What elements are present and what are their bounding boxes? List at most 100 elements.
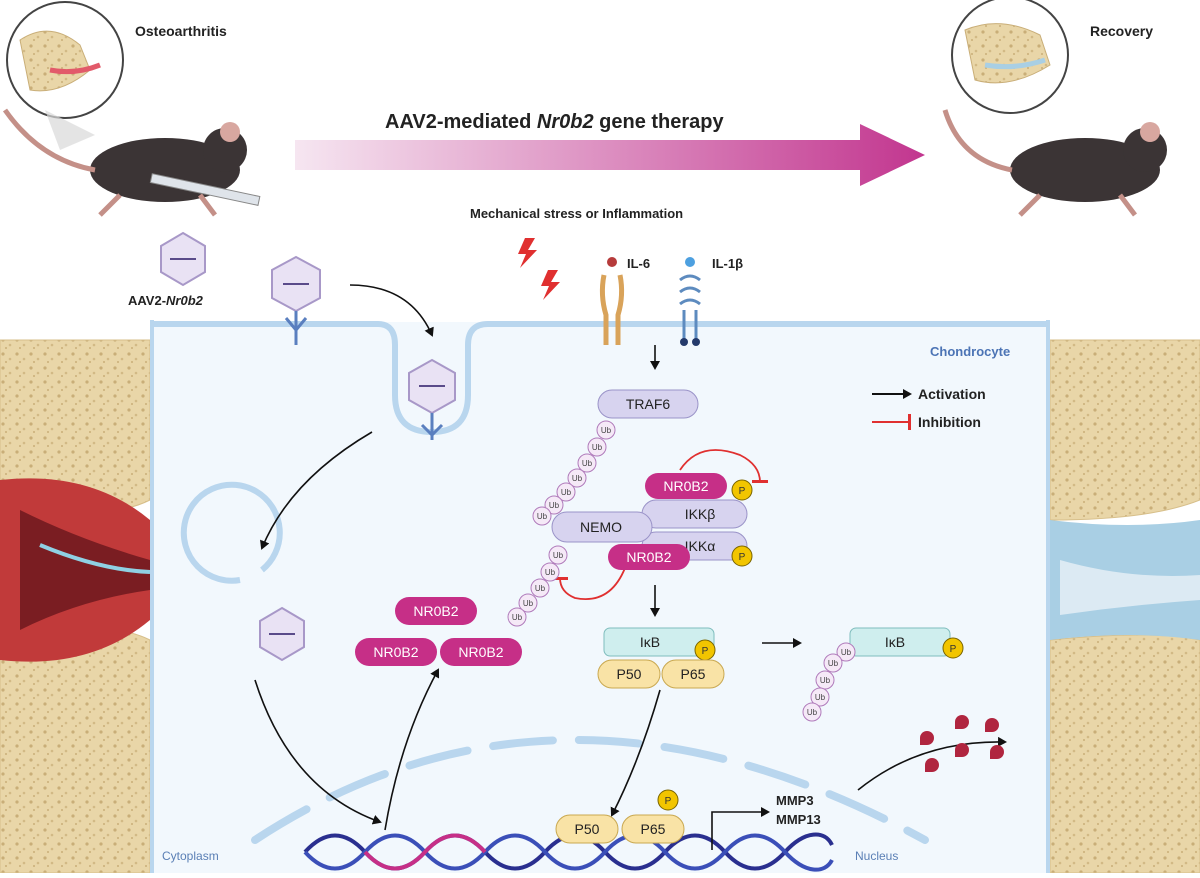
- phospho-label: P: [702, 646, 709, 657]
- phospho-label: P: [739, 486, 746, 497]
- right-joint-illustration: [1049, 339, 1200, 874]
- phospho-marker: [942, 637, 964, 659]
- ubiquitin-label: Ub: [592, 443, 603, 452]
- ikkb-label: IKKβ: [685, 506, 716, 522]
- il6-label: IL-6: [627, 256, 650, 271]
- ubiquitin-node: [802, 702, 822, 722]
- osteoarthritis-mouse: [2, 1, 261, 217]
- il6-receptor: [599, 257, 625, 345]
- nemo-label: NEMO: [580, 519, 622, 535]
- transcription-arrow: [711, 807, 770, 850]
- stress-label: Mechanical stress or Inflammation: [470, 206, 683, 221]
- ubiquitin-node: [810, 687, 830, 707]
- ubiquitin-node: [530, 578, 550, 598]
- chondrocyte-cell: [150, 320, 1050, 873]
- ubiquitin-node: [548, 545, 568, 565]
- ikb-node: [603, 627, 715, 657]
- nr0b2-node: [395, 597, 477, 625]
- mmp3-label: MMP3: [776, 793, 814, 808]
- ubiquitin-label: Ub: [815, 693, 826, 702]
- ubiquitin-label: Ub: [807, 708, 818, 717]
- legend-inhibition-label: Inhibition: [918, 414, 981, 430]
- ubiquitin-label: Ub: [535, 584, 546, 593]
- ubiquitin-node: [577, 453, 597, 473]
- phospho-label: P: [739, 552, 746, 563]
- ubiquitin-label: Ub: [523, 599, 534, 608]
- lightning-icon: [541, 270, 560, 300]
- nemo-node: [551, 511, 653, 543]
- nr0b2-label: NR0B2: [458, 644, 503, 660]
- p50-node: [597, 659, 661, 689]
- phospho-label: P: [950, 644, 957, 655]
- ubiquitin-node: [836, 642, 856, 662]
- phospho-marker: [731, 545, 753, 567]
- nr0b2-label: NR0B2: [373, 644, 418, 660]
- ubiquitin-node: [540, 562, 560, 582]
- phospho-label: P: [665, 796, 672, 807]
- therapy-title: AAV2-mediated Nr0b2 gene therapy: [385, 111, 725, 133]
- aav-capsid-icon: [271, 255, 321, 345]
- aav-capsid-icon: [160, 231, 206, 287]
- nucleus-label: Nucleus: [855, 849, 898, 863]
- traf6-node: [597, 389, 699, 419]
- secretion-arrow: [857, 736, 1007, 791]
- ubiquitin-node: [507, 607, 527, 627]
- aav-nr0b2-label: AAV2-Nr0b2: [128, 293, 204, 308]
- ubiquitin-node: [587, 437, 607, 457]
- recovery-mouse: [942, 0, 1167, 217]
- ubiquitin-node: [823, 653, 843, 673]
- recovery-label: Recovery: [1090, 23, 1153, 39]
- p65-nuclear-node: [621, 814, 685, 844]
- ubiquitin-node: [556, 482, 576, 502]
- phospho-marker: [731, 479, 753, 501]
- nr0b2-label: NR0B2: [626, 549, 671, 565]
- nr0b2-node: [645, 473, 727, 499]
- ubiquitin-label: Ub: [828, 659, 839, 668]
- endosome-arrow: [260, 431, 373, 550]
- ubiquitin-node: [596, 420, 616, 440]
- dna-entry-arrow: [254, 679, 382, 825]
- ubiquitin-label: Ub: [841, 648, 852, 657]
- ubiquitin-label: Ub: [549, 501, 560, 510]
- cytoplasm-label: Cytoplasm: [162, 849, 219, 863]
- ubiquitin-node: [518, 593, 538, 613]
- p65-node: [661, 659, 725, 689]
- expression-arrow: [384, 668, 440, 831]
- legend-activation-label: Activation: [918, 386, 986, 402]
- ubiquitin-label: Ub: [545, 568, 556, 577]
- il1b-label: IL-1β: [712, 256, 743, 271]
- lightning-icon: [518, 238, 537, 268]
- ubiquitin-label: Ub: [512, 613, 523, 622]
- ubiquitin-label: Ub: [601, 426, 612, 435]
- p65-label: P65: [681, 666, 706, 682]
- uptake-arrow: [349, 284, 434, 337]
- nr0b2-node: [608, 544, 690, 570]
- ubiquitin-label: Ub: [572, 474, 583, 483]
- translocation-arrow: [610, 689, 661, 817]
- osteoarthritis-label: Osteoarthritis: [135, 23, 227, 39]
- nr0b2-label: NR0B2: [663, 478, 708, 494]
- chondrocyte-label: Chondrocyte: [930, 344, 1010, 359]
- ubiquitin-node: [532, 506, 552, 526]
- therapy-progress-arrow: [295, 124, 925, 186]
- phospho-marker: [657, 789, 679, 811]
- ubiquitin-node: [567, 468, 587, 488]
- p65-label: P65: [641, 821, 666, 837]
- ikb-label: IκB: [640, 634, 660, 650]
- p50-label: P50: [617, 666, 642, 682]
- inhibition-arrow-ikka: [551, 567, 626, 600]
- traf6-label: TRAF6: [626, 396, 671, 412]
- legend: [872, 389, 912, 430]
- il1b-receptor: [679, 257, 701, 346]
- ubiquitin-label: Ub: [553, 551, 564, 560]
- ikka-label: IKKα: [685, 538, 716, 554]
- inhibition-arrow-ikkb: [679, 449, 769, 484]
- ubiquitin-label: Ub: [820, 676, 831, 685]
- nr0b2-label: NR0B2: [413, 603, 458, 619]
- nuclear-envelope: [251, 736, 929, 844]
